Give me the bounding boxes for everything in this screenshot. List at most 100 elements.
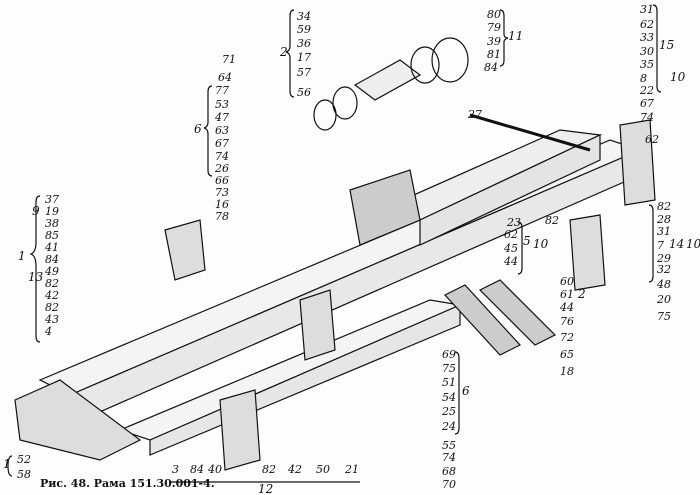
callout-label: 62 [645,133,659,146]
callout-label: 54 [442,391,456,404]
ring [410,46,440,84]
callout-label: 57 [297,66,311,79]
group-brace [648,204,654,283]
callout-label: 50 [316,463,330,476]
assembly-group-label: 15 [659,38,675,52]
callout-label: 65 [560,348,574,361]
callout-label: 39 [487,35,501,48]
callout-label: 27 [468,108,482,121]
callout-label: 31 [640,3,654,16]
cross-member [469,113,591,152]
callout-label: 72 [560,331,574,344]
callout-label: 48 [657,278,671,291]
callout-label: 22 [640,84,654,97]
callout-label: 38 [45,217,59,230]
callout-label: 84 [190,463,204,476]
callout-label: 26 [215,162,229,175]
callout-label: 80 [487,8,501,21]
bracket [569,214,606,291]
callout-label: 8 [640,72,647,85]
assembly-group-label: 10 [533,237,549,251]
assembly-group-label: 2 [578,287,586,301]
callout-label: 73 [215,186,229,199]
callout-label: 25 [442,405,456,418]
group-brace [454,351,460,435]
callout-label: 75 [442,362,456,375]
ring [431,37,469,83]
assembly-group-label: 10 [670,70,686,84]
callout-label: 82 [262,463,276,476]
callout-label: 56 [297,86,311,99]
callout-label: 62 [640,18,654,31]
callout-label: 19 [45,205,59,218]
callout-label: 45 [504,242,518,255]
bracket [164,219,206,281]
tube [353,59,422,101]
group-brace [499,9,509,67]
assembly-group-label: 1 [3,457,11,471]
spring-bracket [444,284,521,356]
callout-label: 23 [507,216,521,229]
bracket [619,119,656,206]
assembly-group-label: 9 [32,204,40,218]
callout-label: 32 [657,263,671,276]
callout-label: 82 [45,277,59,290]
callout-label: 71 [222,53,236,66]
front-bumper [14,379,142,461]
callout-label: 74 [640,111,654,124]
callout-label: 68 [442,465,456,478]
assembly-group-label: 1 [18,249,26,263]
callout-label: 20 [657,293,671,306]
callout-label: 84 [45,253,59,266]
assembly-group-label: 11 [508,29,524,43]
callout-label: 37 [45,193,59,206]
callout-label: 75 [657,310,671,323]
callout-label: 16 [215,198,229,211]
bracket [349,169,421,246]
callout-label: 70 [442,478,456,491]
callout-label: 40 [208,463,222,476]
group-brace [652,4,662,93]
callout-label: 82 [657,200,671,213]
callout-label: 49 [45,265,59,278]
callout-label: 60 [560,275,574,288]
assembly-group-label: 2 [280,45,288,59]
callout-label: 52 [17,453,31,466]
callout-label: 69 [442,348,456,361]
callout-label: 33 [640,31,654,44]
group-brace [29,195,41,343]
callout-label: 85 [45,229,59,242]
callout-label: 67 [215,137,229,150]
bracket [299,289,336,361]
callout-label: 30 [640,45,654,58]
callout-label: 44 [560,301,574,314]
callout-label: 74 [442,451,456,464]
figure-caption: Рис. 48. Рама 151.30.001-4. [40,477,215,490]
rear-rail-section-web [419,134,601,246]
ring [332,86,358,120]
callout-label: 64 [218,71,232,84]
callout-label: 42 [45,289,59,302]
group-brace [7,455,13,477]
assembly-group-label: 10 [686,237,700,251]
callout-label: 74 [215,150,229,163]
callout-label: 4 [45,325,52,338]
group-brace [203,85,213,177]
callout-label: 21 [345,463,359,476]
callout-label: 3 [172,463,179,476]
group-brace [285,9,295,98]
callout-label: 61 [560,288,574,301]
callout-label: 44 [504,255,518,268]
spring-bracket [478,279,557,346]
callout-label: 43 [45,313,59,326]
callout-label: 28 [657,213,671,226]
callout-label: 62 [504,228,518,241]
callout-label: 63 [215,124,229,137]
callout-label: 7 [657,239,664,252]
callout-label: 18 [560,365,574,378]
callout-label: 36 [297,37,311,50]
callout-label: 42 [288,463,302,476]
callout-label: 66 [215,174,229,187]
callout-label: 34 [297,10,311,23]
